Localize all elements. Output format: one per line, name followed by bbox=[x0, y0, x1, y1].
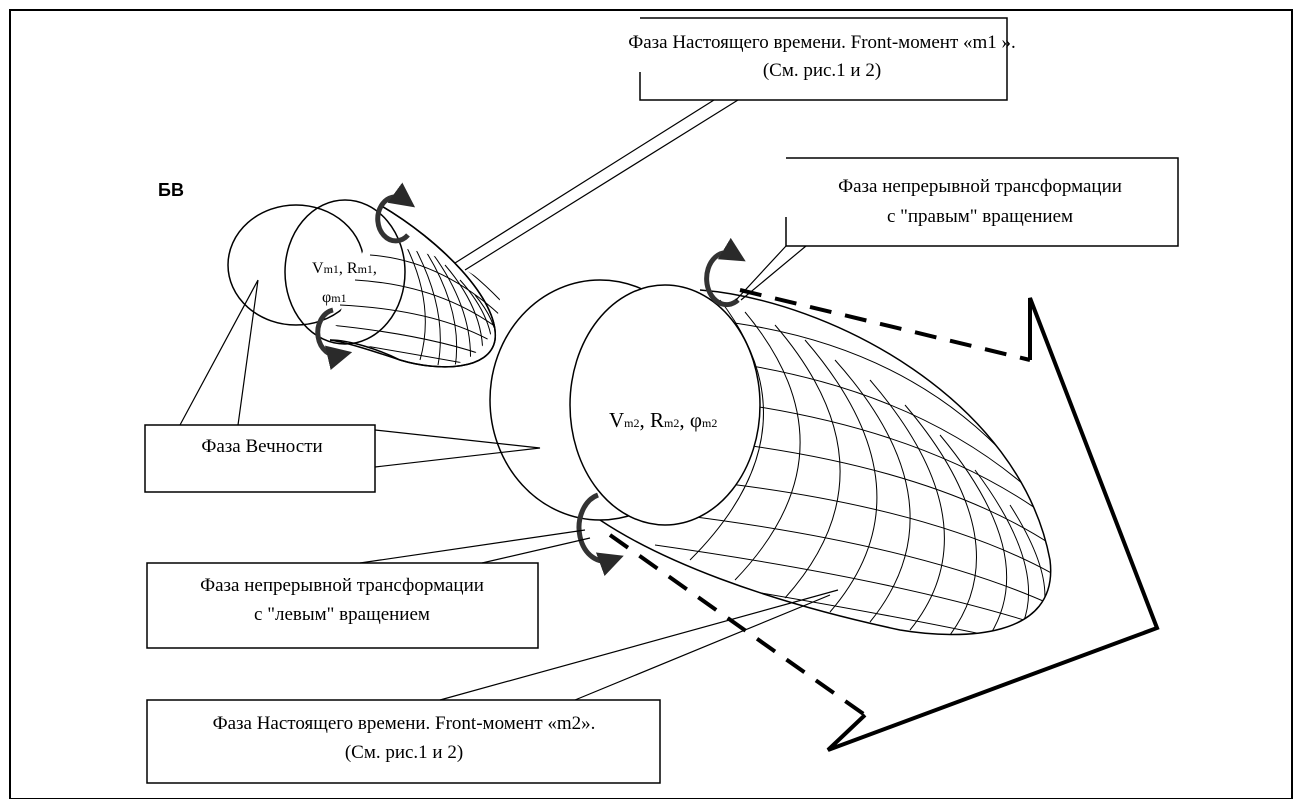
small-rotation-arrow-top bbox=[375, 182, 416, 244]
arrow-head-outline bbox=[826, 297, 1160, 752]
big-rotation-arrow-top bbox=[704, 237, 746, 308]
callout-left-rotation: Фаза непрерывной трансформации с "левым"… bbox=[146, 529, 591, 649]
callout-present-m1-line1: Фаза Настоящего времени. Front-момент «m… bbox=[628, 32, 1016, 53]
bv-label: БВ bbox=[158, 180, 184, 200]
callout-right-rotation: Фаза непрерывной трансформации с "правым… bbox=[735, 157, 1179, 301]
callout-present-m2-line2: (См. рис.1 и 2) bbox=[345, 742, 463, 763]
small-cone-label-line1: Vm1, Rm1, bbox=[312, 260, 377, 277]
outer-frame bbox=[9, 9, 1293, 799]
callout-right-rotation-line1: Фаза непрерывной трансформации bbox=[838, 176, 1122, 197]
callout-present-m2: Фаза Настоящего времени. Front-момент «m… bbox=[146, 589, 839, 784]
callout-present-m2-line1: Фаза Настоящего времени. Front-момент «m… bbox=[213, 713, 596, 734]
big-cone-grid bbox=[624, 299, 1051, 635]
small-cone-label-line2: φm1 bbox=[322, 289, 347, 306]
callout-present-m1: Фаза Настоящего времени. Front-момент «m… bbox=[454, 17, 1016, 271]
callout-present-m1-line2: (См. рис.1 и 2) bbox=[763, 60, 881, 81]
callout-eternity: Фаза Вечности bbox=[144, 279, 541, 493]
big-cone-front-ellipse bbox=[569, 284, 761, 526]
arrow-dashed-top bbox=[739, 288, 1031, 362]
small-cone bbox=[227, 182, 500, 370]
big-direction-arrow bbox=[608, 288, 1160, 752]
callout-eternity-text: Фаза Вечности bbox=[201, 436, 322, 457]
small-rotation-arrow-bottom bbox=[315, 307, 353, 370]
big-cone-label: Vm2, Rm2, φm2 bbox=[609, 408, 717, 432]
big-rotation-arrow-bottom bbox=[576, 492, 624, 577]
callout-left-rotation-line1: Фаза непрерывной трансформации bbox=[200, 575, 484, 596]
callout-left-rotation-line2: с "левым" вращением bbox=[254, 604, 430, 625]
big-cone bbox=[489, 237, 1052, 636]
small-cone-front-ellipse bbox=[284, 199, 406, 345]
callout-right-rotation-line2: с "правым" вращением bbox=[887, 206, 1073, 227]
arrow-dashed-bottom bbox=[608, 533, 867, 717]
